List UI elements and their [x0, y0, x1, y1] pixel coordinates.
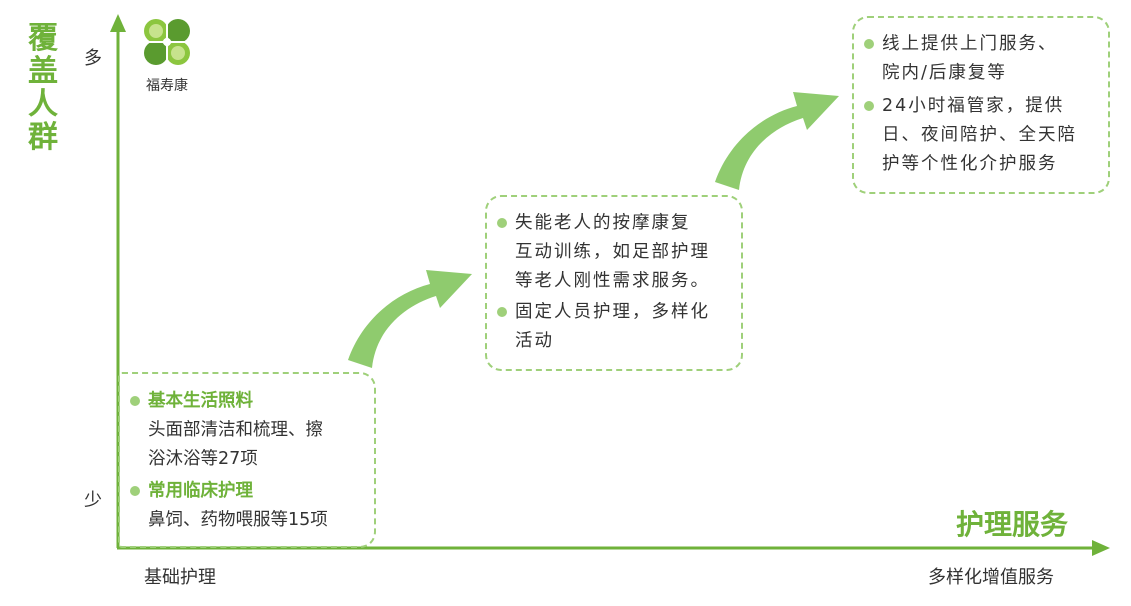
item-line: 日、夜间陪护、全天陪	[882, 125, 1077, 145]
y-axis-title-char: 群	[28, 120, 58, 155]
list-item: 固定人员护理，多样化 活动	[497, 298, 710, 356]
y-axis-title: 覆 盖 人 群	[26, 22, 60, 154]
item-line: 24小时福管家，提供	[882, 96, 1065, 116]
list-item: 线上提供上门服务、 院内/后康复等	[864, 30, 1058, 88]
bullet-dot-icon	[864, 39, 874, 49]
item-line: 互动训练，如足部护理	[515, 242, 710, 262]
item-line: 失能老人的按摩康复	[515, 213, 691, 233]
logo-text: 福寿康	[146, 78, 188, 94]
item-title: 常用临床护理	[148, 481, 253, 501]
item-line: 等老人刚性需求服务。	[515, 271, 710, 291]
stage-box-premium: 线上提供上门服务、 院内/后康复等 24小时福管家，提供 日、夜间陪护、全天陪 …	[852, 16, 1110, 194]
bullet-dot-icon	[497, 218, 507, 228]
item-line: 活动	[515, 331, 554, 351]
x-axis-arrowhead	[1092, 540, 1110, 556]
progress-arrow-2	[715, 92, 839, 190]
list-item: 失能老人的按摩康复 互动训练，如足部护理 等老人刚性需求服务。	[497, 209, 710, 296]
logo: 福寿康	[133, 14, 201, 95]
y-axis-title-char: 盖	[28, 54, 58, 89]
item-line: 护等个性化介护服务	[882, 154, 1058, 174]
bullet-dot-icon	[864, 101, 874, 111]
stage-box-rehab: 失能老人的按摩康复 互动训练，如足部护理 等老人刚性需求服务。 固定人员护理，多…	[485, 195, 743, 371]
bullet-dot-icon	[130, 396, 140, 406]
item-line: 院内/后康复等	[882, 63, 1007, 83]
x-axis-title: 护理服务	[956, 508, 1069, 541]
item-line: 线上提供上门服务、	[882, 34, 1058, 54]
list-item: 常用临床护理 鼻饲、药物喂服等15项	[130, 477, 328, 535]
item-title: 基本生活照料	[148, 391, 253, 411]
item-line: 头面部清洁和梳理、擦	[148, 420, 323, 440]
bullet-dot-icon	[130, 486, 140, 496]
item-line: 鼻饲、药物喂服等15项	[148, 510, 328, 530]
x-axis-end-label: 多样化增值服务	[928, 567, 1054, 588]
bullet-dot-icon	[497, 307, 507, 317]
y-axis-bottom-label: 少	[84, 490, 102, 511]
stage-box-basic: 基本生活照料 头面部清洁和梳理、擦 浴沐浴等27项 常用临床护理 鼻饲、药物喂服…	[118, 372, 376, 548]
progress-arrow-1	[348, 270, 472, 368]
y-axis-title-char: 人	[28, 87, 58, 122]
y-axis-arrowhead	[110, 14, 126, 32]
list-item: 基本生活照料 头面部清洁和梳理、擦 浴沐浴等27项	[130, 387, 323, 474]
x-axis-start-label: 基础护理	[144, 567, 216, 588]
item-line: 浴沐浴等27项	[148, 449, 258, 469]
y-axis-title-char: 覆	[28, 21, 58, 56]
list-item: 24小时福管家，提供 日、夜间陪护、全天陪 护等个性化介护服务	[864, 92, 1077, 179]
clover-logo-icon	[144, 19, 190, 65]
y-axis-top-label: 多	[84, 48, 102, 69]
item-line: 固定人员护理，多样化	[515, 302, 710, 322]
